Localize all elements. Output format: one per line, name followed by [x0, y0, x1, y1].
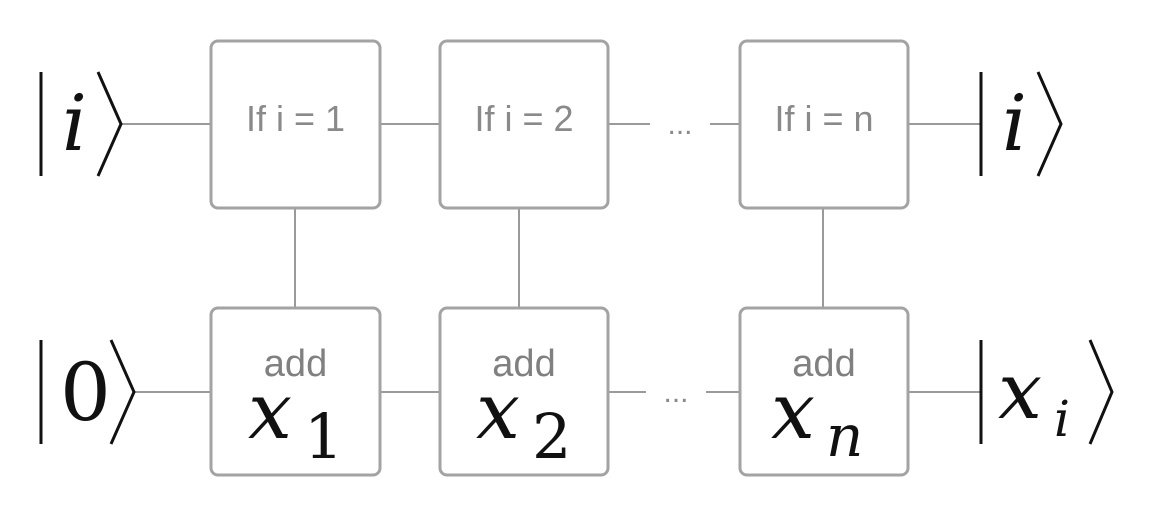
output-ket-bottom-sub: i — [1054, 390, 1070, 448]
input-ket-top: i — [39, 71, 123, 177]
add-gate-n-var: x — [771, 367, 815, 457]
control-gate-1 — [209, 39, 382, 210]
output-ket-bottom: x i — [979, 339, 1114, 448]
bottom-ellipsis: ... — [663, 376, 688, 409]
output-ket-top-angle — [1036, 71, 1063, 177]
control-gate-1-label: If i = 1 — [246, 98, 345, 139]
input-ket-bottom-angle — [109, 339, 136, 445]
add-gate-2-sub: 2 — [532, 400, 571, 473]
add-gate-1 — [209, 306, 382, 477]
add-gate-n-sub: n — [826, 402, 863, 470]
control-gate-n — [738, 39, 910, 210]
control-gate-2 — [438, 39, 610, 210]
control-gate-2-label: If i = 2 — [474, 98, 573, 139]
top-ellipsis: ... — [667, 108, 692, 141]
input-ket-top-label: i — [62, 79, 87, 169]
add-gate-1-sub: 1 — [304, 400, 343, 473]
add-gate-2-var: x — [476, 367, 520, 457]
input-ket-bottom-label: 0 — [60, 346, 111, 439]
output-ket-bottom-var: x — [998, 347, 1042, 437]
output-ket-top-label: i — [1002, 79, 1027, 169]
input-ket-bottom: 0 — [39, 339, 136, 445]
add-gate-n-label: add — [792, 343, 855, 385]
add-gate-2 — [438, 306, 610, 477]
output-ket-bottom-angle — [1088, 339, 1114, 445]
control-gate-n-label: If i = n — [774, 98, 873, 139]
add-gate-2-label: add — [492, 343, 555, 385]
add-gate-n — [738, 306, 910, 477]
add-gate-1-label: add — [264, 343, 327, 385]
output-ket-top: i — [979, 71, 1063, 177]
add-gate-1-var: x — [248, 367, 292, 457]
input-ket-top-angle — [96, 71, 123, 177]
